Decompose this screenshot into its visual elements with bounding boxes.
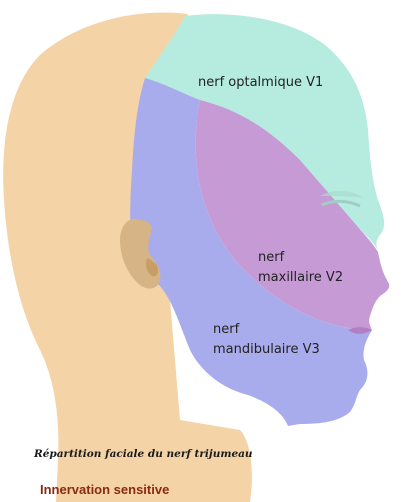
label-v2-line1: nerf — [258, 250, 284, 266]
label-v1: nerf optalmique V1 — [198, 75, 323, 91]
figure-caption: Répartition faciale du nerf trijumeau — [34, 448, 253, 460]
label-v3-line2: mandibulaire V3 — [213, 342, 320, 358]
figure-subcaption: Innervation sensitive — [40, 482, 169, 497]
label-v2-line2: maxillaire V2 — [258, 270, 343, 286]
label-v3-line1: nerf — [213, 322, 239, 338]
